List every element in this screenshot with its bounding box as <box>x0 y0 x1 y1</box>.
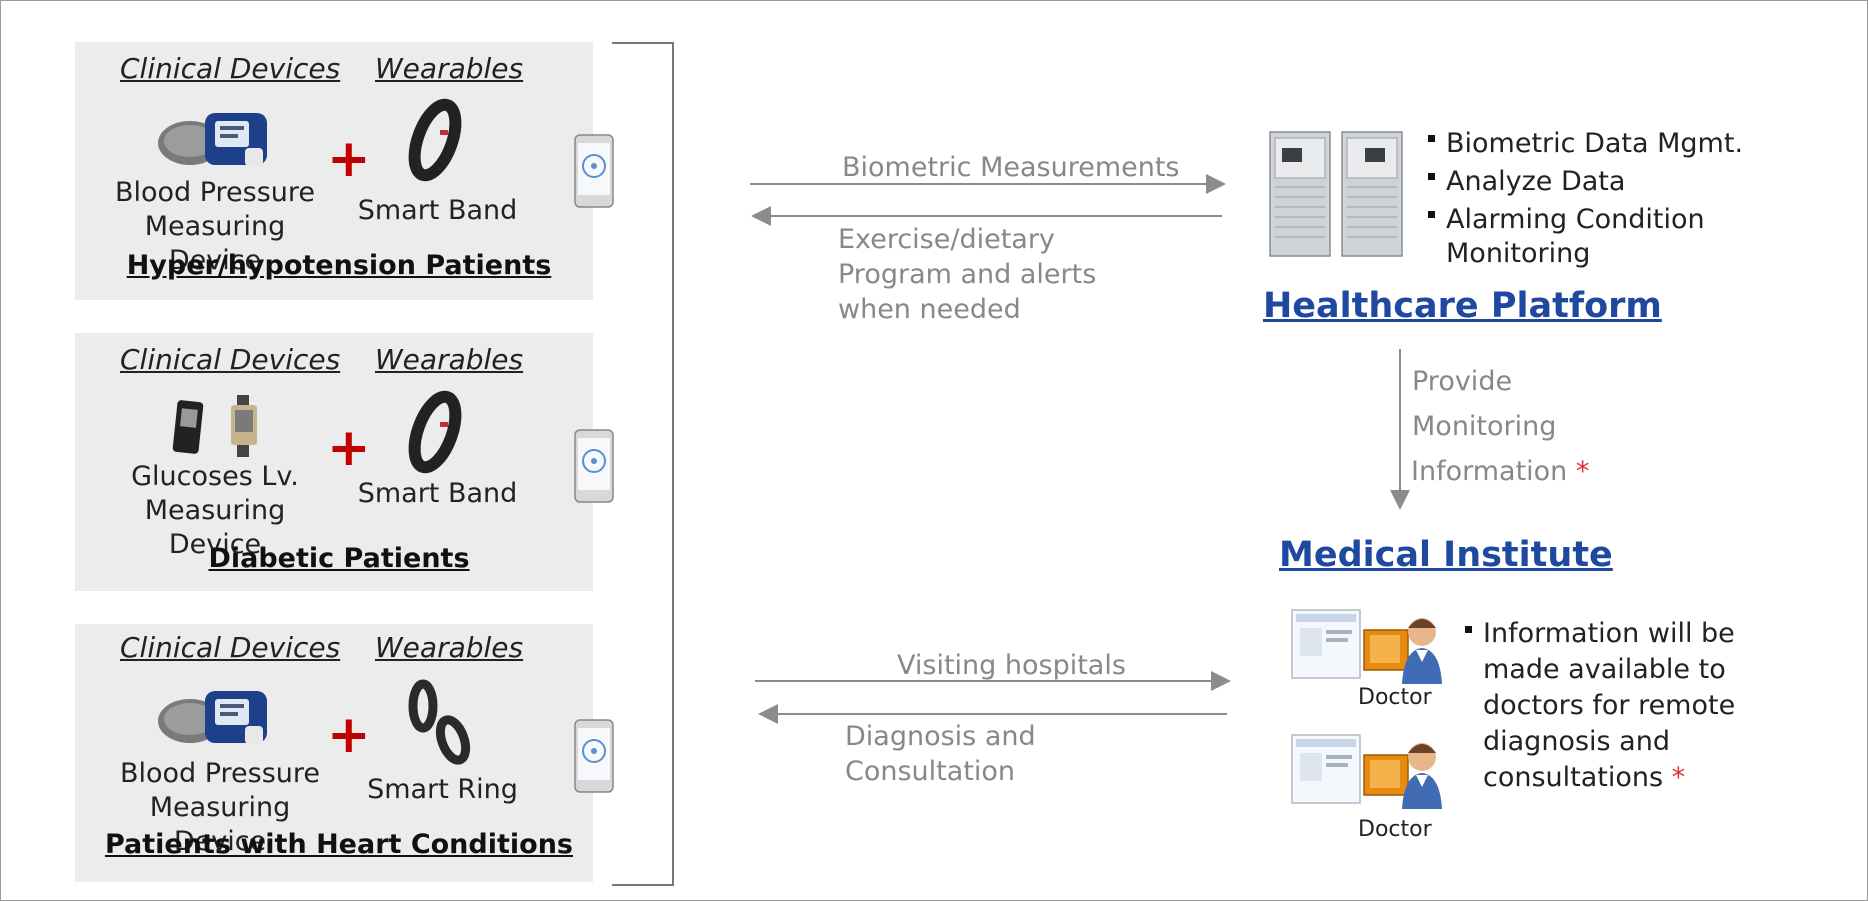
wearables-label: Wearables <box>375 52 524 85</box>
medical-institute-title: Medical Institute <box>1279 535 1613 575</box>
exercise-program-label-3: when needed <box>838 294 1021 325</box>
clinical-device-name: Blood Pressure Measuring Device <box>119 758 321 857</box>
patient-group-diabetic <box>75 333 593 591</box>
doctor-label: Doctor <box>1358 817 1432 842</box>
wearable-device-name: Smart Band <box>357 478 518 509</box>
healthcare-platform-title: Healthcare Platform <box>1263 286 1662 326</box>
wearables-label: Wearables <box>375 343 524 376</box>
provide-label-1: Provide <box>1412 366 1513 397</box>
institute-note: Information will be made available to do… <box>1465 616 1735 796</box>
visiting-hospitals-label: Visiting hospitals <box>897 650 1126 681</box>
platform-feature: Alarming Condition <box>1428 201 1743 239</box>
patient-group-heart <box>75 624 593 882</box>
provide-label-3: Information * <box>1411 456 1590 487</box>
institute-note-line: doctors for remote <box>1483 690 1736 721</box>
exercise-program-label-2: Program and alerts <box>838 259 1097 290</box>
patient-group-title: Hyper/hypotension Patients <box>126 250 552 281</box>
clinical-device-name: Glucoses Lv. Measuring Device <box>131 461 299 560</box>
patient-group-title: Patients with Heart Conditions <box>104 829 573 860</box>
institute-note-line-last: consultations * <box>1483 762 1686 793</box>
institute-note-line: diagnosis and <box>1483 726 1670 757</box>
asterisk: * <box>1671 762 1686 793</box>
institute-note-line: Information will be <box>1465 616 1735 652</box>
plus-sign: + <box>327 418 371 478</box>
platform-feature: Biometric Data Mgmt. <box>1428 125 1743 163</box>
wearable-device-name: Smart Ring <box>367 774 518 805</box>
wearable-device-name: Smart Band <box>357 195 518 226</box>
wearables-label: Wearables <box>375 631 524 664</box>
platform-features: Biometric Data Mgmt. Analyze Data Alarmi… <box>1428 125 1743 273</box>
clinical-devices-label: Clinical Devices <box>120 52 341 85</box>
asterisk: * <box>1575 456 1590 487</box>
diagnosis-label-2: Consultation <box>845 756 1016 787</box>
patient-group-hypertension <box>75 42 593 300</box>
biometric-measurements-label: Biometric Measurements <box>842 152 1180 183</box>
provide-label-2: Monitoring <box>1412 411 1557 442</box>
plus-sign: + <box>327 129 371 189</box>
doctor-label: Doctor <box>1358 685 1432 710</box>
exercise-program-label-1: Exercise/dietary <box>838 224 1055 255</box>
institute-note-line: made available to <box>1483 654 1726 685</box>
platform-feature-continued: Monitoring <box>1446 238 1591 269</box>
plus-sign: + <box>327 705 371 765</box>
patient-group-title: Diabetic Patients <box>208 543 470 574</box>
platform-feature: Analyze Data <box>1428 163 1743 201</box>
clinical-devices-label: Clinical Devices <box>120 343 341 376</box>
patient-groups-bracket <box>612 42 674 886</box>
clinical-devices-label: Clinical Devices <box>120 631 341 664</box>
clinical-device-name: Blood Pressure Measuring Device <box>114 177 316 276</box>
diagnosis-label-1: Diagnosis and <box>845 721 1036 752</box>
